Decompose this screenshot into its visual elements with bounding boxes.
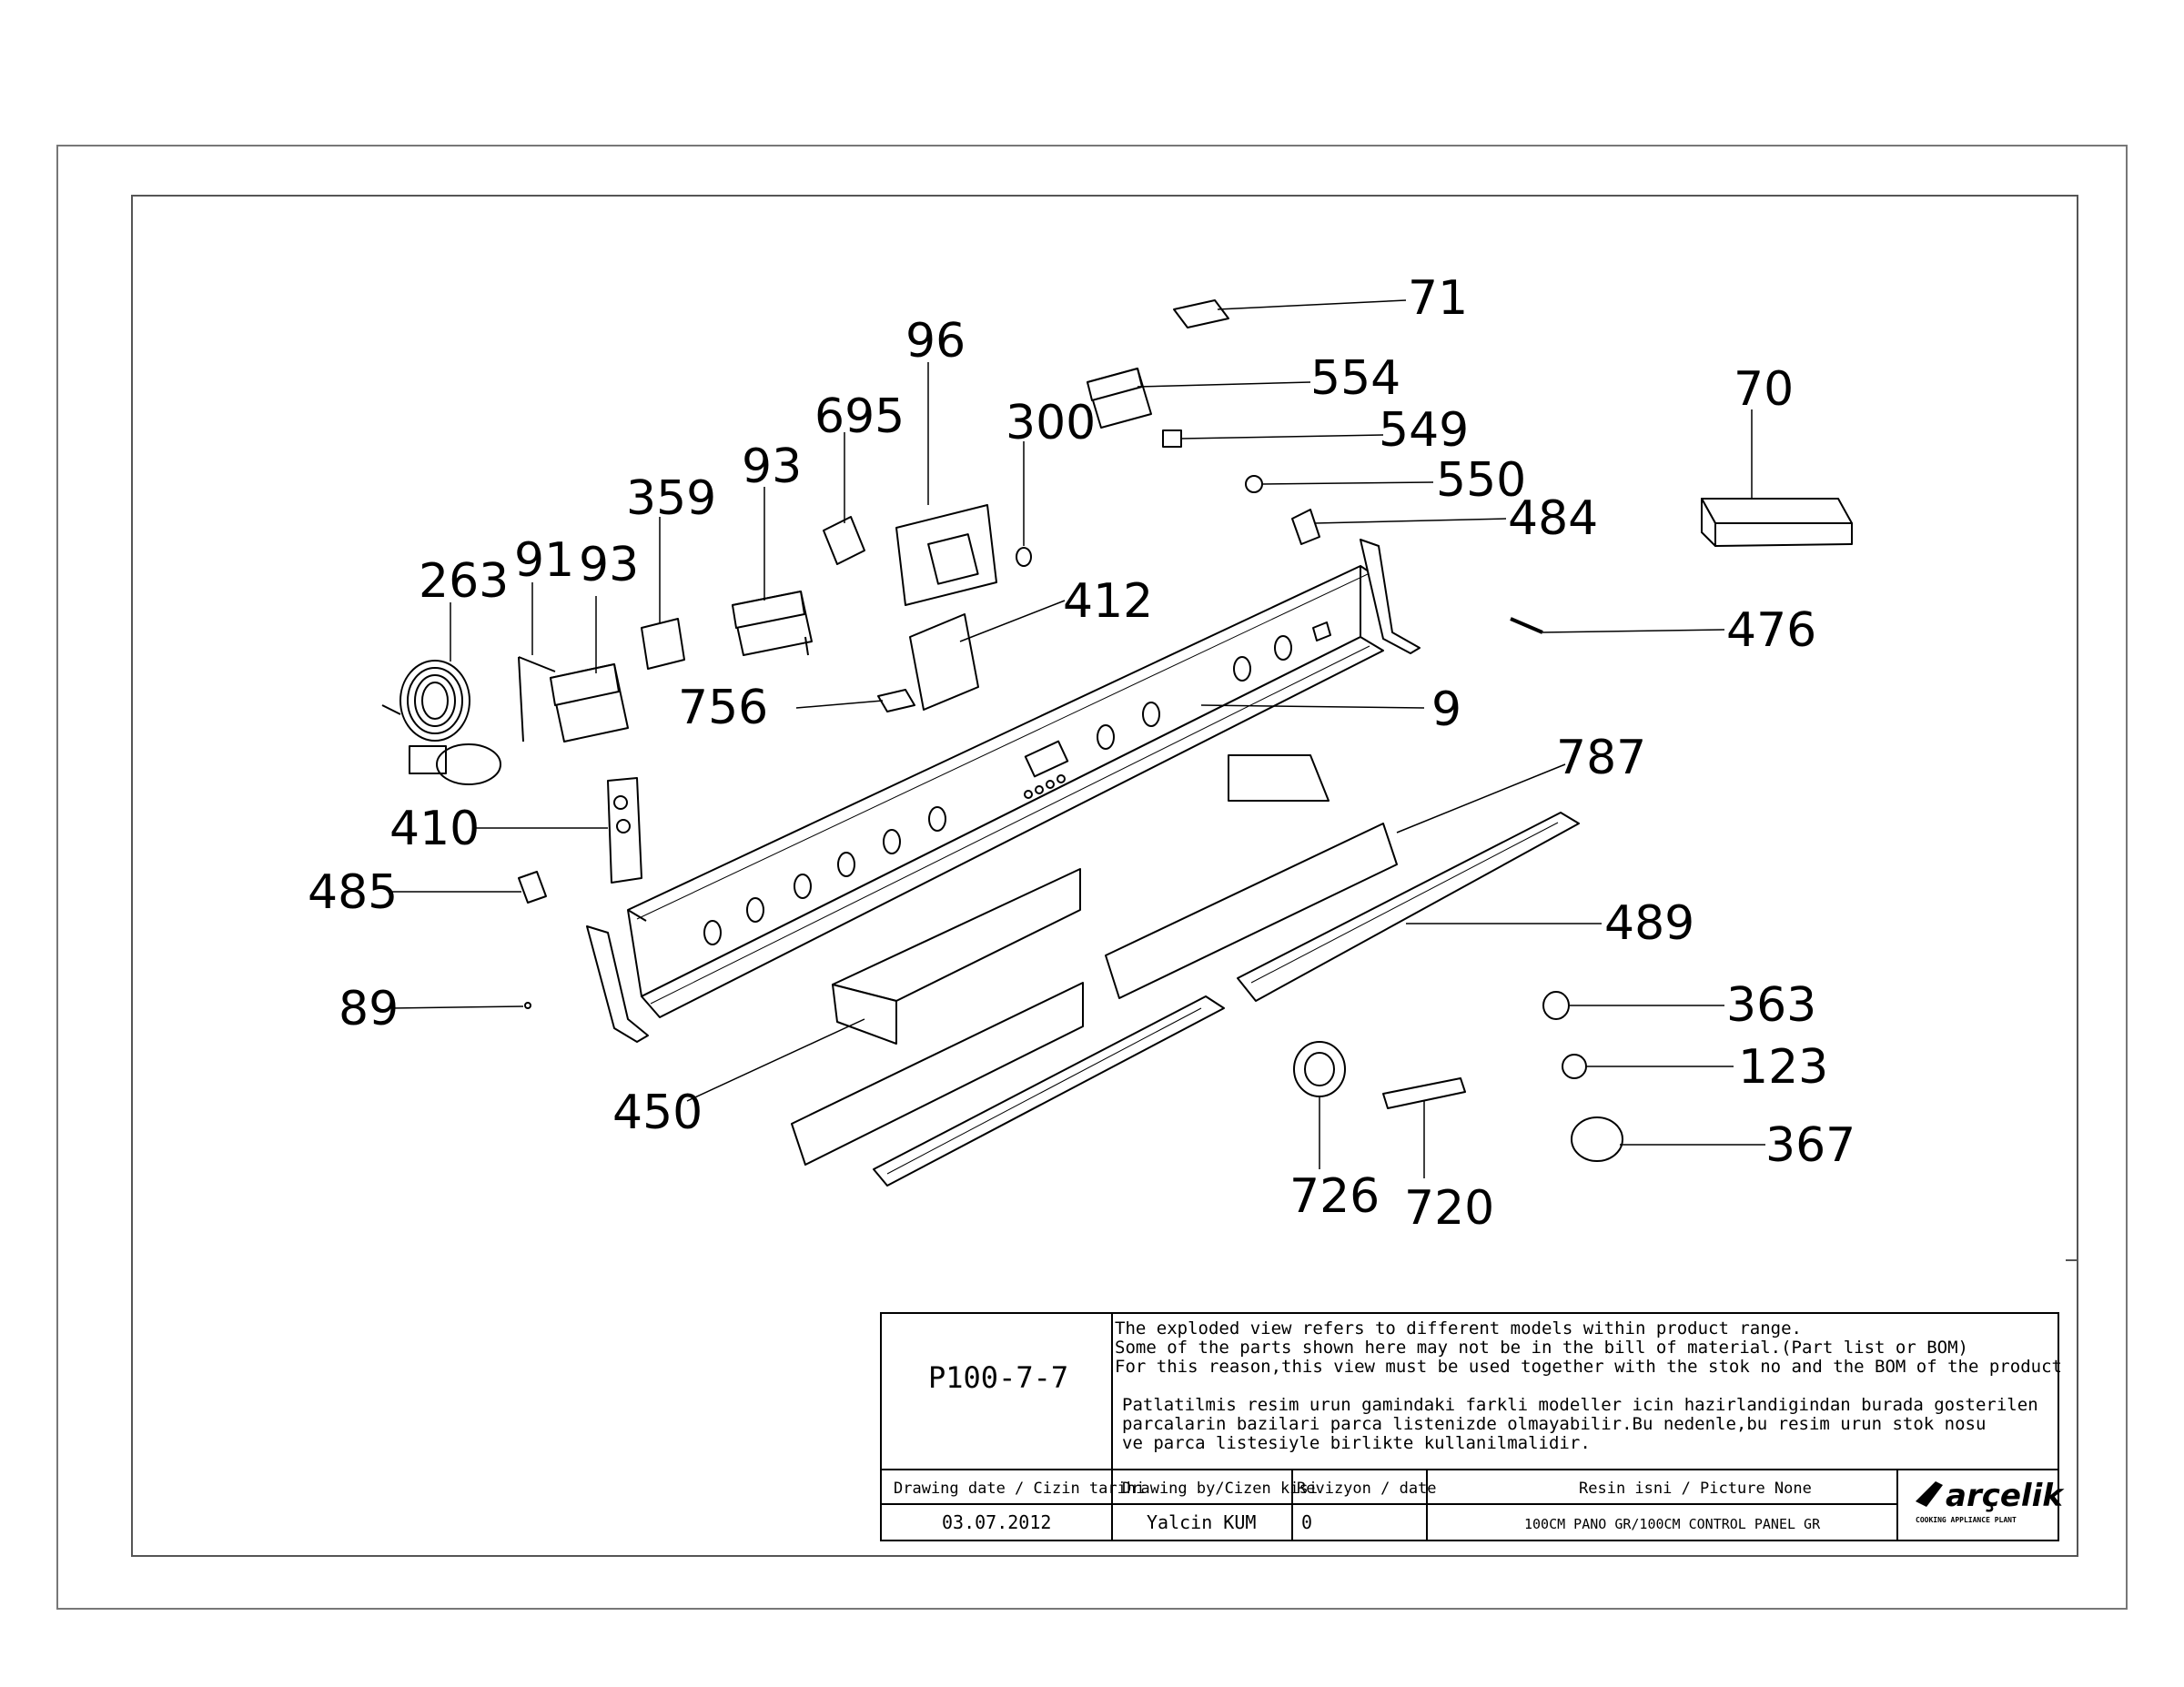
title-block-text: P100-7-7 The exploded view refers to dif… xyxy=(894,1318,2065,1533)
inner-frame xyxy=(131,195,2078,1557)
part-450-strip xyxy=(791,982,1084,1166)
note-en-line-1: The exploded view refers to different mo… xyxy=(1115,1318,1802,1338)
callout-91: 91 xyxy=(514,533,574,588)
leader-lines xyxy=(390,299,1765,1178)
outer-frame xyxy=(56,145,2128,1610)
parts-drawing xyxy=(381,299,1853,1187)
switch-block-93 xyxy=(732,591,813,656)
part-787-plate xyxy=(1105,823,1398,999)
callout-485: 485 xyxy=(308,865,398,920)
callout-554: 554 xyxy=(1310,351,1400,406)
ignition-unit-part xyxy=(1701,498,1853,547)
revision-value: 0 xyxy=(1301,1511,1312,1533)
callout-123: 123 xyxy=(1738,1040,1828,1095)
note-en-line-3: For this reason,this view must be used t… xyxy=(1115,1357,2062,1377)
part-367-knob xyxy=(1571,1116,1623,1162)
part-720-badge xyxy=(1382,1077,1466,1109)
part-549 xyxy=(1162,429,1182,448)
brand-subtitle: COOKING APPLIANCE PLANT xyxy=(1916,1516,2017,1524)
part-410-plate xyxy=(607,777,642,884)
callout-695: 695 xyxy=(814,389,905,444)
timer-part xyxy=(895,504,997,606)
part-450-upper xyxy=(1228,754,1330,802)
callout-263: 263 xyxy=(419,554,509,609)
callout-412: 412 xyxy=(1063,574,1153,629)
part-726 xyxy=(1293,1041,1346,1097)
part-756-clip xyxy=(877,689,915,712)
callout-726: 726 xyxy=(1289,1169,1380,1224)
part-412-bracket xyxy=(909,613,979,711)
date-value: 03.07.2012 xyxy=(942,1511,1051,1533)
callout-476: 476 xyxy=(1726,603,1816,658)
note-tr-line-1: Patlatilmis resim urun gamindaki farkli … xyxy=(1122,1395,2038,1415)
side-bracket-right xyxy=(1360,539,1421,654)
part-476-pin xyxy=(1510,617,1543,634)
callout-9: 9 xyxy=(1431,682,1461,737)
callout-450: 450 xyxy=(612,1086,703,1140)
part-450-flange xyxy=(832,984,897,1045)
note-tr-line-2: parcalarin bazilari parca listenizde olm… xyxy=(1122,1414,1986,1434)
arcelik-logo: arçelik COOKING APPLIANCE PLANT xyxy=(1916,1478,2065,1524)
part-123 xyxy=(1562,1054,1587,1079)
callout-720: 720 xyxy=(1404,1181,1494,1236)
callout-410: 410 xyxy=(389,802,480,856)
control-panel-part xyxy=(627,565,1384,1018)
part-71-plate xyxy=(1173,299,1229,328)
callout-756: 756 xyxy=(678,681,768,735)
drawn-by-label: Drawing by/Cizen kisi xyxy=(1122,1480,1318,1498)
callout-484: 484 xyxy=(1508,491,1598,546)
title-block xyxy=(880,1312,2059,1541)
callout-363: 363 xyxy=(1726,978,1816,1033)
callout-96: 96 xyxy=(905,314,966,369)
callout-549: 549 xyxy=(1379,403,1469,458)
callout-93-left: 93 xyxy=(579,538,639,592)
part-89 xyxy=(524,1002,531,1009)
part-359-box xyxy=(641,618,685,670)
callout-labels: 71 96 554 549 695 300 550 70 359 93 484 … xyxy=(308,271,1855,1236)
part-695 xyxy=(823,516,865,565)
date-label: Drawing date / Cizin tarihi xyxy=(894,1480,1145,1498)
arcelik-logo-mark xyxy=(1916,1481,1943,1507)
part-550 xyxy=(1245,475,1263,493)
note-en-line-2: Some of the parts shown here may not be … xyxy=(1115,1338,1968,1358)
drawing-number: P100-7-7 xyxy=(928,1360,1068,1395)
part-554 xyxy=(1087,368,1152,429)
callout-70: 70 xyxy=(1734,362,1794,417)
part-300 xyxy=(1016,547,1032,567)
callout-367: 367 xyxy=(1765,1118,1855,1173)
thermostat-coil-part xyxy=(381,660,501,785)
callout-71: 71 xyxy=(1408,271,1468,326)
callout-89: 89 xyxy=(339,982,399,1036)
switch-block-left xyxy=(518,656,629,742)
part-489-trim xyxy=(1237,812,1580,1002)
callout-550: 550 xyxy=(1436,453,1526,508)
part-363-spring xyxy=(1542,991,1570,1020)
callout-300: 300 xyxy=(1006,396,1096,450)
picture-name-value: 100CM PANO GR/100CM CONTROL PANEL GR xyxy=(1524,1516,1821,1532)
callout-489: 489 xyxy=(1604,896,1694,951)
note-tr-line-3: ve parca listesiyle birlikte kullanilmal… xyxy=(1122,1433,1591,1453)
part-485 xyxy=(518,871,547,904)
callout-787: 787 xyxy=(1556,731,1646,785)
brand-name: arçelik xyxy=(1946,1478,2065,1514)
lower-trim xyxy=(873,995,1225,1187)
picture-name-label: Resin isni / Picture None xyxy=(1579,1480,1812,1498)
callout-93-top: 93 xyxy=(742,439,802,494)
revision-label: Revizyon / date xyxy=(1297,1480,1437,1498)
drawn-by-value: Yalcin KUM xyxy=(1147,1511,1256,1533)
part-484 xyxy=(1291,509,1320,545)
callout-359: 359 xyxy=(626,471,716,526)
side-bracket-left xyxy=(586,925,649,1043)
